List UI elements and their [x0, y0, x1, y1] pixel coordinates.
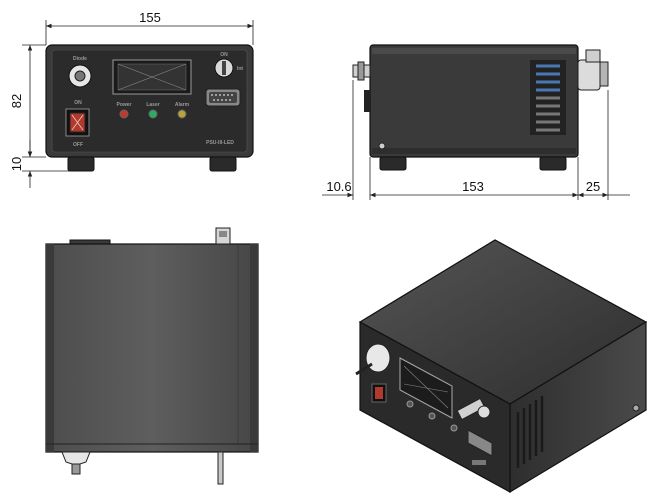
- dim-side-rear: 10.6: [326, 179, 351, 194]
- iso-db-connector-icon: [467, 429, 493, 457]
- dim-side-front: 25: [586, 179, 600, 194]
- top-case: [45, 243, 259, 453]
- dim-side-depth: 153: [462, 179, 484, 194]
- side-knob-icon: [577, 59, 601, 91]
- side-view: 10.6 153 25: [322, 44, 630, 200]
- iso-knob-icon: [365, 343, 391, 373]
- isometric-view: [355, 239, 648, 494]
- dim-front-height: 82: [9, 94, 24, 108]
- led-label-laser: Laser: [146, 102, 159, 108]
- top-view: [45, 227, 259, 485]
- iso-key-icon: [456, 397, 486, 421]
- top-rod-icon: [217, 451, 224, 485]
- led-alarm-icon: [177, 109, 187, 119]
- side-vent: [530, 60, 566, 135]
- iso-vent: [516, 396, 544, 468]
- led-label-power: Power: [116, 102, 131, 108]
- switch-label: ON: [74, 100, 82, 106]
- led-power-icon: [119, 109, 129, 119]
- knob-label: Diode: [73, 56, 87, 62]
- front-panel: [51, 49, 248, 153]
- switch-sub-label: OFF: [73, 142, 83, 148]
- top-knob-icon: [61, 451, 91, 465]
- led-label-alarm: Alarm: [175, 102, 190, 108]
- front-view: 155 82 10 Diode ON OFF Power Laser: [9, 10, 254, 188]
- side-foot-right: [539, 156, 567, 171]
- front-foot-right: [209, 156, 237, 172]
- model-label: PSU-III-LED: [206, 140, 234, 146]
- key-top-label: ON: [220, 52, 228, 58]
- dim-front-width: 155: [139, 10, 161, 25]
- front-foot-left: [67, 156, 95, 172]
- dim-front-feet: 10: [9, 157, 24, 171]
- key-side-label: Int: [237, 66, 243, 72]
- side-foot-left: [379, 156, 407, 171]
- led-laser-icon: [148, 109, 158, 119]
